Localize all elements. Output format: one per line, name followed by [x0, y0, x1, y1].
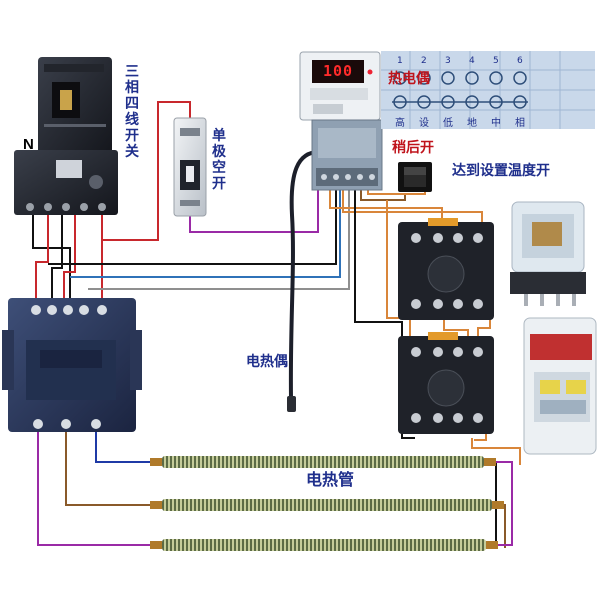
- reach-temperature-on-label: 达到设置温度开: [452, 163, 550, 179]
- wire-brown-heater-2: [65, 432, 162, 506]
- rocker-switch: [398, 162, 432, 192]
- wire-purple-to-controller: [189, 188, 319, 233]
- neutral-label: N: [23, 136, 34, 153]
- terminal-label-4: 地: [467, 118, 477, 129]
- thermocouple-strip-label: 热电偶: [388, 71, 430, 87]
- timer-photo: [523, 317, 597, 455]
- wire-black-breaker: [51, 213, 63, 300]
- wire-red-breaker-2: [63, 213, 76, 300]
- terminal-label-5: 中: [491, 118, 501, 129]
- wire-brown-rocker: [360, 190, 406, 201]
- terminal-number-1: 1: [397, 56, 403, 66]
- three-phase-breaker: [14, 57, 118, 215]
- terminal-label-2: 设: [419, 118, 429, 129]
- relay-socket-bottom: [398, 332, 494, 434]
- wire-blue-to-controller: [70, 190, 341, 278]
- heating-tube-1: [150, 456, 496, 468]
- wire-orange-relay-chain: [443, 318, 469, 338]
- wire-red-breaker: [35, 213, 49, 300]
- wire-red-to-single-pole: [102, 101, 191, 241]
- heating-tube-3: [150, 539, 498, 551]
- controller-display: 100: [315, 63, 361, 80]
- thermocouple-label: 电热偶: [246, 354, 288, 370]
- terminal-label-6: 相: [515, 118, 525, 129]
- terminal-label-3: 低: [443, 118, 453, 129]
- terminal-number-4: 4: [469, 56, 475, 66]
- wire-black-relay: [354, 190, 415, 439]
- wire-purple-return: [486, 461, 513, 546]
- wire-blue-heater-1: [95, 432, 162, 463]
- heating-tubes: [150, 456, 504, 551]
- wire-gray-to-relay: [88, 190, 350, 290]
- wire-black-n: [32, 213, 71, 300]
- terminal-number-5: 5: [493, 56, 499, 66]
- single-pole-switch-label: 单极空开: [212, 128, 226, 192]
- relay-photo: [510, 201, 586, 306]
- heating-tube-2: [150, 499, 504, 511]
- heating-tubes-label: 电热管: [306, 470, 355, 489]
- terminal-label-1: 高: [395, 118, 405, 129]
- wire-orange-relay-side: [386, 200, 411, 338]
- terminal-strip-photo: [381, 51, 595, 129]
- terminal-number-2: 2: [421, 56, 427, 66]
- relay-socket-top: [398, 218, 494, 320]
- contactor: [2, 298, 142, 432]
- three-phase-switch-label: 三相四线开关: [125, 64, 139, 160]
- single-pole-switch: [173, 117, 207, 217]
- wire-orange-to-heater: [471, 438, 521, 465]
- terminal-number-3: 3: [445, 56, 451, 66]
- terminal-number-6: 6: [517, 56, 523, 66]
- delay-on-label: 稍后开: [392, 140, 434, 156]
- thermocouple-probe: [287, 396, 296, 412]
- wire-orange-ctrl-2: [342, 190, 483, 226]
- wire-black-to-controller: [48, 188, 337, 265]
- wire-purple-heater-3: [37, 432, 162, 546]
- thermocouple-lead: [288, 149, 323, 399]
